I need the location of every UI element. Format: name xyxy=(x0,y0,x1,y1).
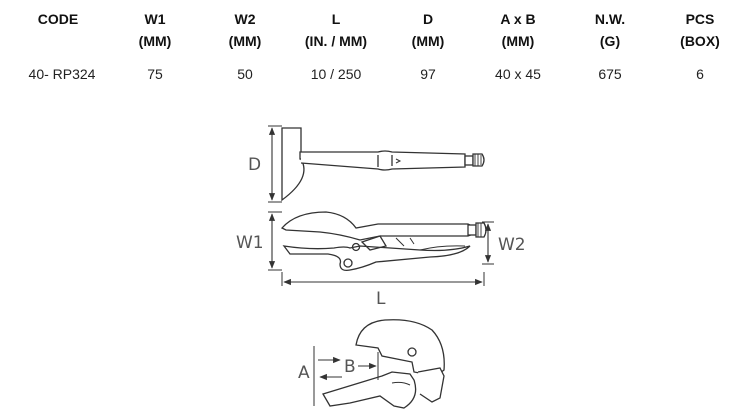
header-l: L (IN. / MM) xyxy=(286,8,386,52)
header-w2-label: W2 xyxy=(234,11,256,27)
header-nw-unit: (G) xyxy=(599,33,621,49)
header-w1: W1 (MM) xyxy=(115,8,195,52)
dimension-w1: W1 xyxy=(236,211,282,271)
value-w1: 75 xyxy=(147,66,163,82)
value-pcs: 6 xyxy=(696,66,704,82)
header-w2-unit: (MM) xyxy=(228,33,262,49)
label-d: D xyxy=(248,155,261,175)
header-nw: N.W. (G) xyxy=(570,8,650,52)
header-d: D (MM) xyxy=(388,8,468,52)
header-axb-unit: (MM) xyxy=(501,33,535,49)
header-code: CODE xyxy=(18,8,98,30)
label-w2: W2 xyxy=(498,235,526,255)
plier-side-view xyxy=(280,211,487,272)
header-d-unit: (MM) xyxy=(411,33,445,49)
header-l-unit: (IN. / MM) xyxy=(304,33,368,49)
header-d-label: D xyxy=(422,11,434,27)
dimension-w2: W2 xyxy=(482,221,526,265)
value-w2: 50 xyxy=(237,66,253,82)
label-w1: W1 xyxy=(236,233,264,253)
value-axb: 40 x 45 xyxy=(495,66,541,82)
header-pcs-label: PCS xyxy=(685,11,715,27)
dimension-d: D xyxy=(248,125,282,203)
jaw-detail-view xyxy=(322,319,445,409)
header-w1-unit: (MM) xyxy=(138,33,172,49)
dimension-b: B xyxy=(319,352,379,381)
header-w1-label: W1 xyxy=(144,11,166,27)
dimension-a: A xyxy=(298,346,341,406)
header-pcs-unit: (BOX) xyxy=(680,33,720,49)
header-l-label: L xyxy=(331,11,341,27)
label-a: A xyxy=(298,363,310,383)
header-code-label: CODE xyxy=(37,11,79,27)
label-l: L xyxy=(376,289,386,309)
value-nw: 675 xyxy=(598,66,622,82)
header-pcs: PCS (BOX) xyxy=(660,8,740,52)
header-nw-label: N.W. xyxy=(594,11,626,27)
value-l: 10 / 250 xyxy=(310,66,362,82)
plier-top-view xyxy=(281,127,485,202)
header-w2: W2 (MM) xyxy=(205,8,285,52)
label-b: B xyxy=(344,357,356,377)
value-code: 40- RP324 xyxy=(28,66,96,82)
dimension-l: L xyxy=(281,272,485,309)
header-axb-label: A x B xyxy=(500,11,536,27)
header-axb: A x B (MM) xyxy=(478,8,558,52)
value-d: 97 xyxy=(420,66,436,82)
